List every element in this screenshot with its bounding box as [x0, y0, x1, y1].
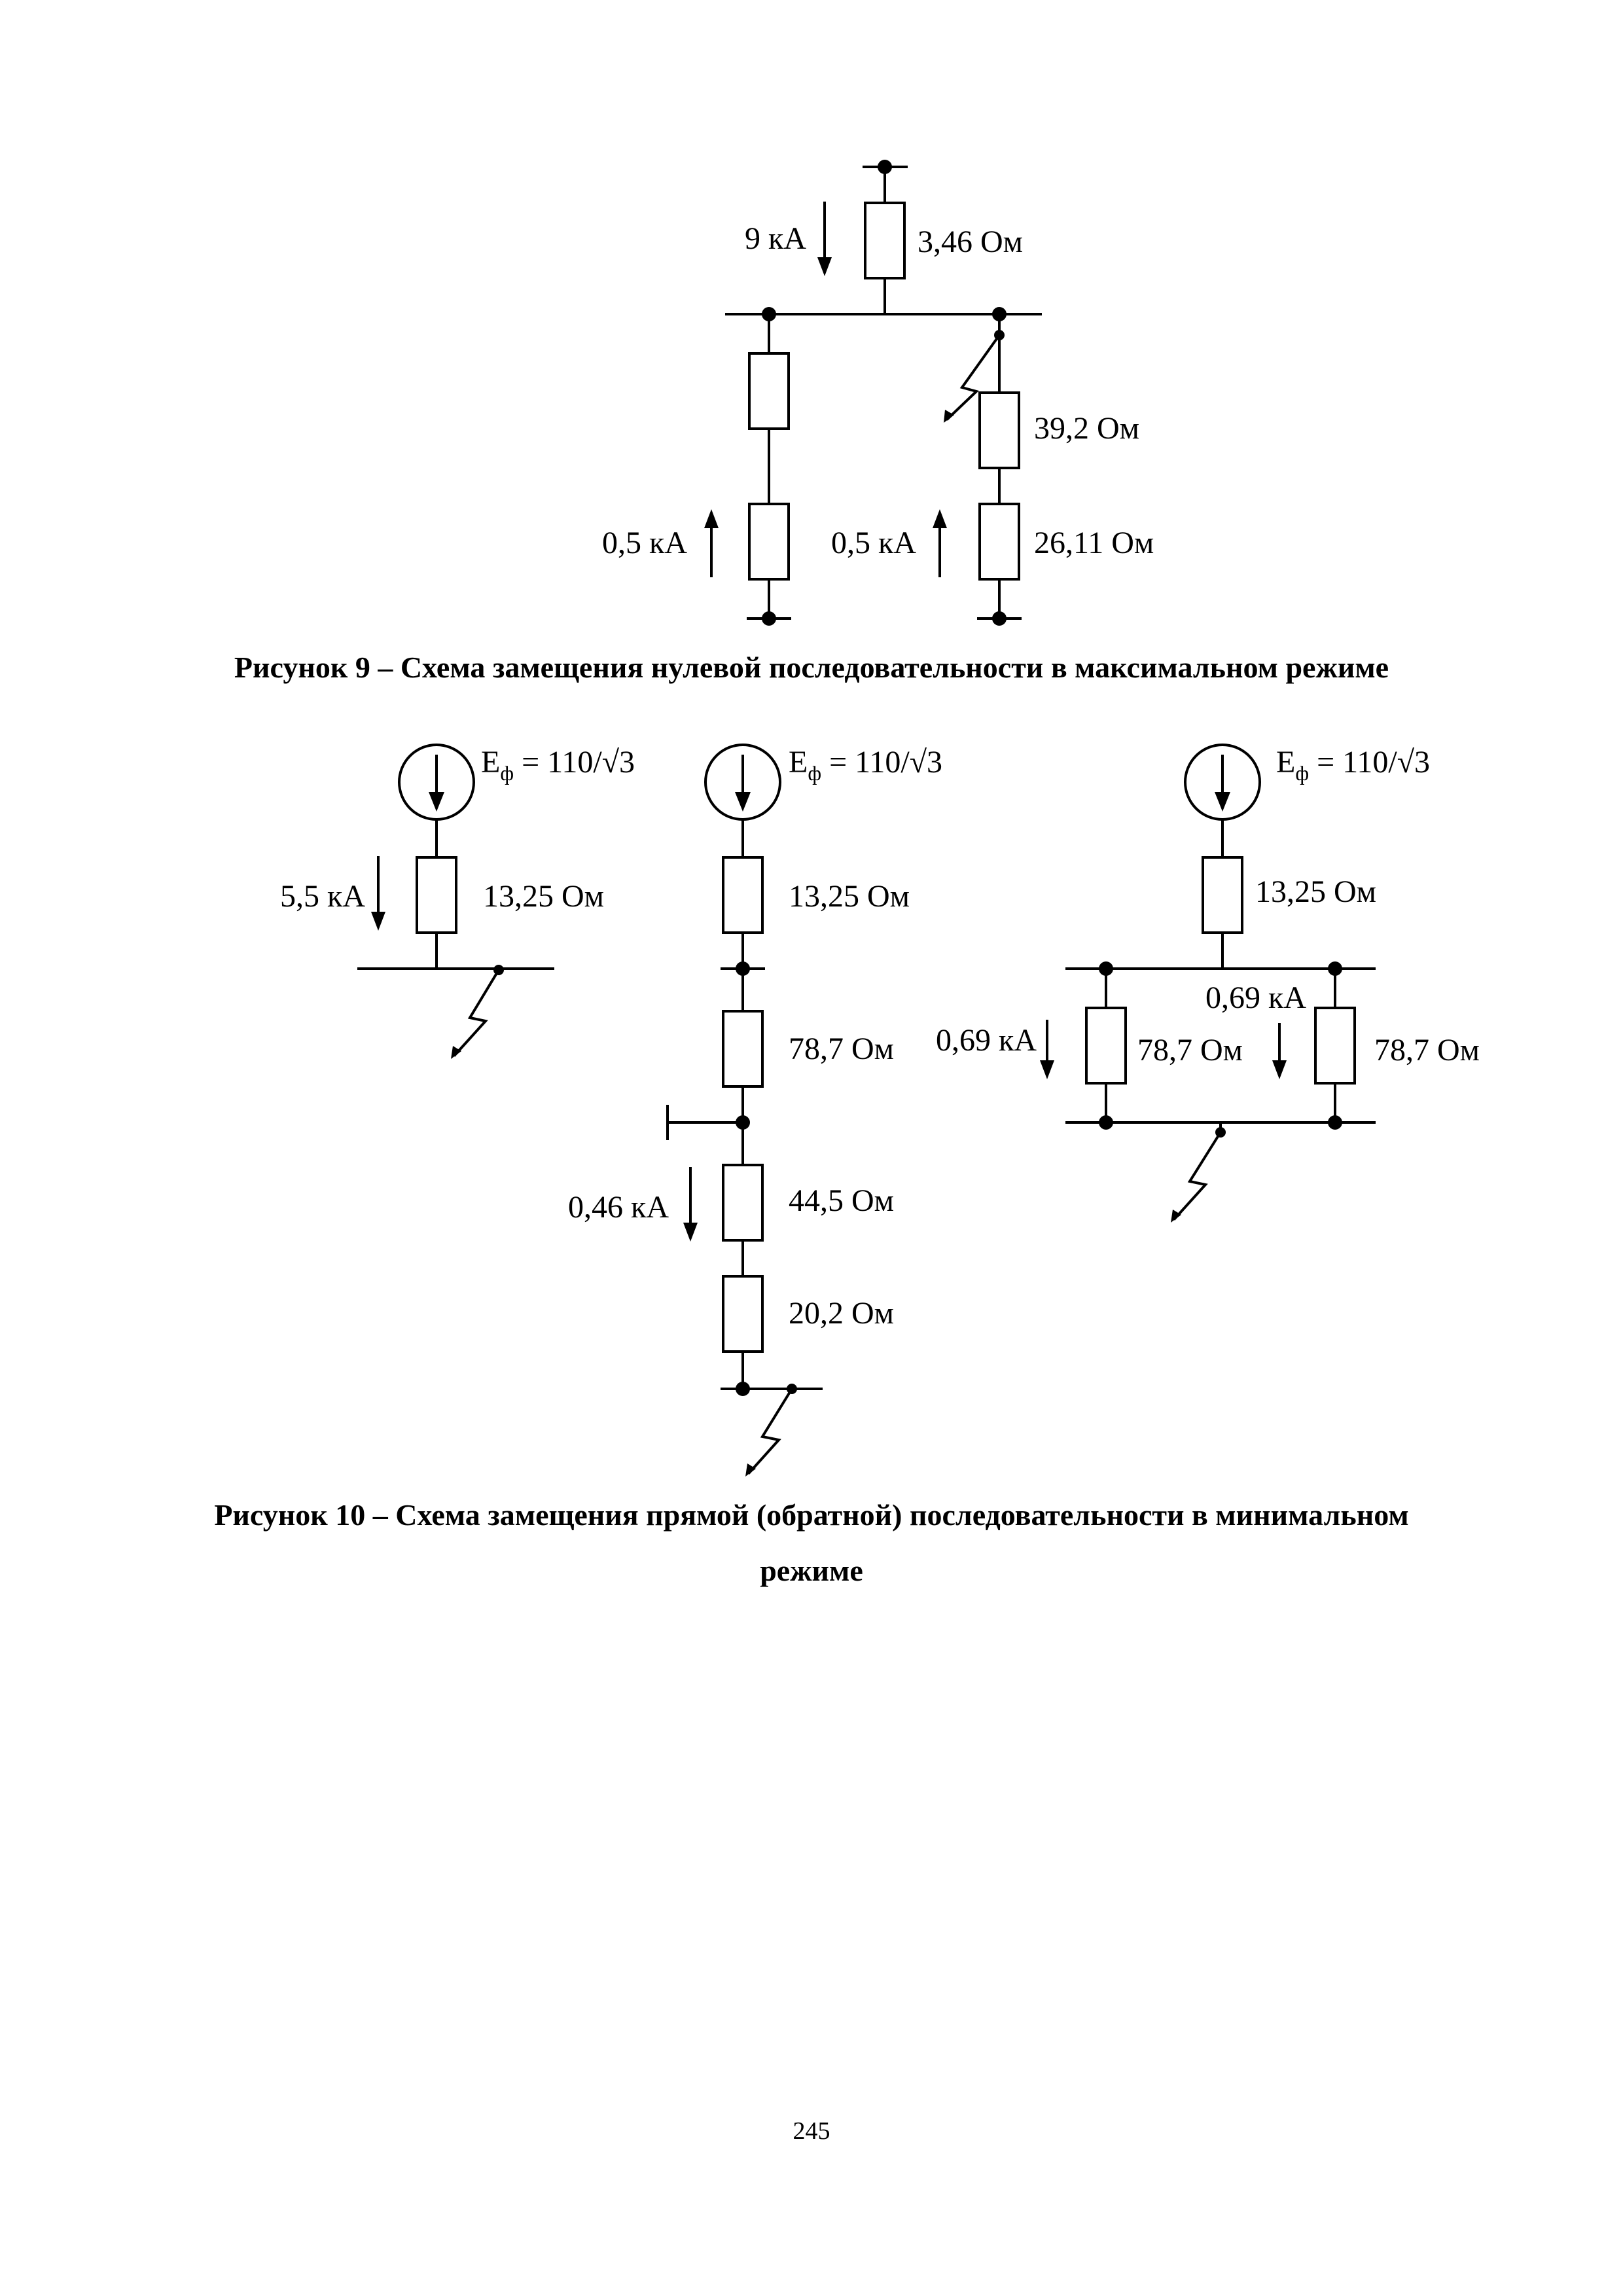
node-dot [736, 1115, 750, 1130]
right-resistance-lower-label: 26,11 Ом [1034, 526, 1154, 560]
resistor [1085, 1007, 1127, 1085]
right-source-resistance-label: 13,25 Ом [1255, 874, 1376, 909]
resistor [722, 1010, 764, 1088]
middle-source-resistance-label: 13,25 Ом [789, 879, 910, 914]
figure-10-caption-line-2: режиме [760, 1554, 863, 1587]
node-dot [1328, 1115, 1342, 1130]
resistor [748, 352, 790, 430]
figure-9-caption: Рисунок 9 – Схема замещения нулевой посл… [234, 651, 1389, 684]
arrowhead-down [429, 792, 444, 812]
arrowhead-down [1215, 792, 1230, 812]
right-resistance-upper-label: 39,2 Ом [1034, 411, 1139, 446]
fault-lightning-icon [747, 1387, 794, 1475]
fault-arrowhead [1171, 1210, 1181, 1223]
resistor [978, 503, 1020, 581]
resistor [416, 856, 457, 934]
left-current-label: 0,5 кА [602, 526, 687, 560]
emf-label: Eф = 110/√3 [1276, 745, 1430, 785]
left-resistance-label: 13,25 Ом [483, 879, 604, 914]
fault-lightning-icon [1173, 1130, 1222, 1221]
right-right-current-label: 0,69 кА [1205, 980, 1306, 1015]
figure-10-left-diagram: Eф = 110/√3 5,5 кА 13,25 Ом [280, 744, 635, 1059]
page-number: 245 [793, 2117, 830, 2145]
node-dot [736, 961, 750, 976]
right-left-resistance-label: 78,7 Ом [1137, 1033, 1243, 1067]
figure-9-diagram: 9 кА 3,46 Ом 0,5 кА 0,5 кА 39,2 Ом 26,11 [602, 160, 1154, 626]
resistor [722, 1275, 764, 1353]
figure-10-right-diagram: Eф = 110/√3 13,25 Ом 0,69 кА 78,7 Ом 0,6… [936, 744, 1480, 1223]
resistor-source [864, 202, 906, 279]
node-dot [762, 611, 776, 626]
fault-arrowhead [745, 1463, 756, 1477]
fault-lightning-icon [946, 333, 1001, 421]
middle-current-label: 0,46 кА [568, 1190, 669, 1225]
figure-10-caption-line-1: Рисунок 10 – Схема замещения прямой (обр… [214, 1498, 1408, 1532]
figure-10-middle-diagram: Eф = 110/√3 13,25 Ом 78,7 Ом 44,5 Ом 0,4… [568, 744, 942, 1477]
resistor [722, 1164, 764, 1242]
resistor [978, 391, 1020, 469]
middle-resistance-lower-label: 20,2 Ом [789, 1296, 894, 1331]
node-dot [736, 1382, 750, 1396]
left-current-label: 5,5 кА [280, 879, 365, 914]
fault-arrowhead [451, 1046, 461, 1059]
source-current-label: 9 кА [745, 221, 806, 256]
node-dot [992, 611, 1007, 626]
arrowhead-up [933, 509, 947, 528]
arrowhead-down [683, 1223, 698, 1242]
resistor [1314, 1007, 1356, 1085]
source-resistance-label: 3,46 Ом [918, 224, 1023, 259]
resistor [722, 856, 764, 934]
resistor [1202, 856, 1243, 934]
resistor [748, 503, 790, 581]
arrowhead-down [371, 912, 385, 931]
emf-label: Eф = 110/√3 [789, 745, 942, 785]
middle-line-resistance-label: 78,7 Ом [789, 1031, 894, 1066]
fault-lightning-icon [453, 968, 501, 1057]
middle-resistance-upper-label: 44,5 Ом [789, 1183, 894, 1218]
right-right-resistance-label: 78,7 Ом [1374, 1033, 1480, 1067]
fault-arrowhead [944, 410, 954, 423]
right-left-current-label: 0,69 кА [936, 1023, 1037, 1058]
node-dot [1099, 1115, 1113, 1130]
arrowhead-down [735, 792, 751, 812]
emf-label: Eф = 110/√3 [481, 745, 635, 785]
arrowhead-down [1040, 1060, 1054, 1079]
arrowhead-up [704, 509, 719, 528]
arrowhead-down [817, 257, 832, 276]
arrowhead-down [1272, 1060, 1287, 1079]
right-current-label: 0,5 кА [831, 526, 916, 560]
